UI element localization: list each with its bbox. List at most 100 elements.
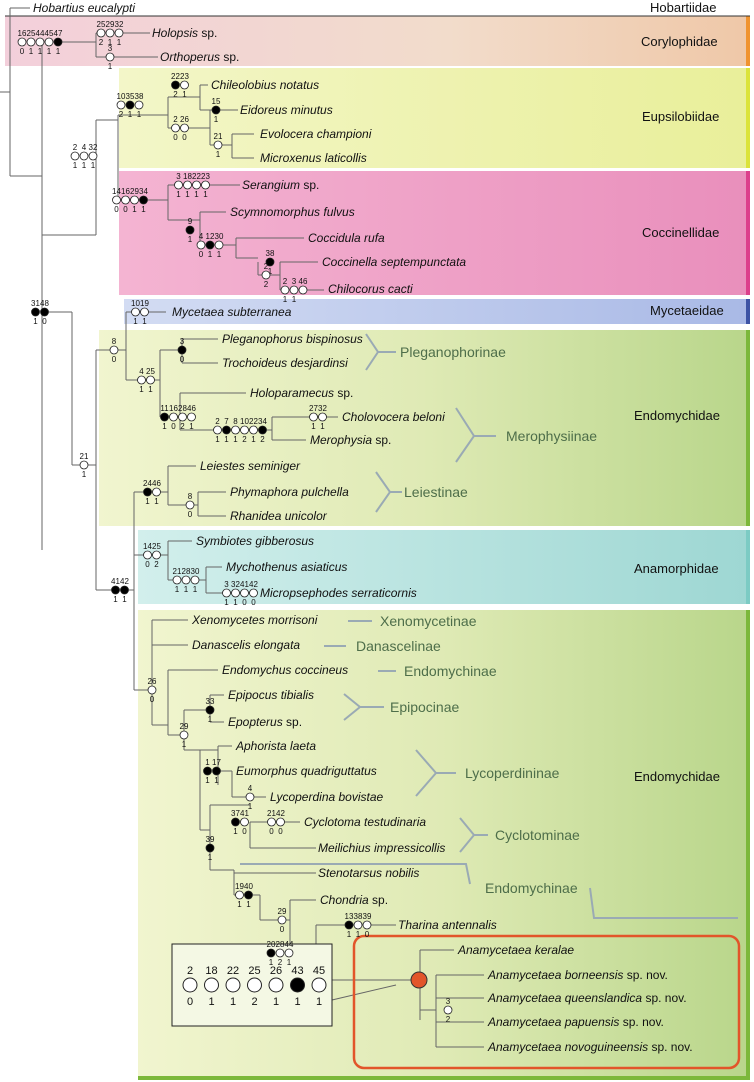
character-state: 1 — [233, 598, 238, 607]
taxon-label: Anamycetaea borneensis sp. nov. — [487, 968, 668, 982]
character-state: 1 — [113, 595, 118, 604]
homoplasy-open-circle — [240, 817, 249, 827]
highlight-node-icon — [410, 971, 428, 989]
homoplasy-open-circle — [70, 151, 80, 161]
character-state-group: 30 — [177, 337, 187, 364]
character-state-group: 151 — [212, 97, 221, 124]
character-state: 2 — [154, 560, 159, 569]
character-state-group: 211 — [214, 132, 223, 159]
character-state: 1 — [137, 110, 142, 119]
character-state: 2 — [180, 422, 185, 431]
character-state: 1 — [185, 190, 190, 199]
character-state: 1 — [233, 435, 238, 444]
taxon-label: Meilichius impressicollis — [318, 841, 445, 855]
character-state: 0 — [365, 930, 370, 939]
homoplasy-open-circle — [353, 920, 363, 930]
character-state-group: 290 — [278, 907, 287, 934]
synapomorphy-filled-circle — [265, 257, 275, 267]
homoplasy-open-circle — [131, 307, 140, 317]
character-number: 22 — [249, 417, 258, 426]
character-state: 1 — [193, 585, 198, 594]
character-state: 0 — [114, 205, 119, 214]
subfamily-label-endomychinae-b: Endomychinae — [485, 880, 578, 896]
character-number: 1 — [205, 758, 210, 767]
legend-character-state: 2 — [251, 996, 257, 1008]
taxon-label: Pleganophorus bispinosus — [222, 332, 363, 346]
legend-character-number: 22 — [227, 965, 239, 977]
synapomorphy-filled-circle — [160, 412, 169, 422]
homoplasy-open-circle — [79, 151, 89, 161]
character-state: 0 — [150, 695, 155, 704]
legend-character-number: 18 — [205, 965, 217, 977]
character-number: 29 — [180, 722, 189, 731]
character-state-group: 331 — [206, 697, 215, 724]
homoplasy-open-circle — [26, 37, 36, 47]
character-number: 2 — [264, 262, 269, 271]
character-state: 1 — [320, 422, 325, 431]
character-state: 0 — [242, 598, 247, 607]
legend-character-number: 45 — [313, 965, 325, 977]
character-state: 1 — [194, 190, 199, 199]
homoplasy-open-circle — [267, 817, 276, 827]
bracket-endomychinae-b — [240, 863, 738, 919]
character-state-group: 31 — [105, 44, 115, 71]
subfamily-label-epipocinae: Epipocinae — [390, 699, 459, 715]
band-endomychidae-upper-edge — [746, 330, 750, 526]
synapomorphy-filled-circle — [53, 37, 63, 47]
homoplasy-open-circle — [105, 28, 115, 38]
character-state: 1 — [237, 900, 242, 909]
homoplasy-open-circle — [192, 180, 201, 190]
character-state: 1 — [33, 317, 38, 326]
character-number: 25 — [27, 29, 36, 38]
homoplasy-open-circle — [178, 412, 187, 422]
character-number: 3 — [176, 172, 181, 181]
synapomorphy-filled-circle — [211, 105, 221, 115]
homoplasy-open-circle — [146, 375, 155, 385]
bracket-lycoperdininae — [415, 749, 456, 797]
subfamily-label-cyclotominae: Cyclotominae — [495, 827, 580, 843]
character-state: 1 — [108, 38, 113, 47]
character-number: 27 — [309, 404, 318, 413]
character-state: 1 — [56, 47, 61, 56]
character-state: 1 — [215, 435, 220, 444]
character-state: 0 — [112, 355, 117, 364]
homoplasy-open-circle — [169, 412, 178, 422]
character-state: 1 — [122, 595, 127, 604]
homoplasy-open-circle — [222, 588, 231, 598]
character-state: 1 — [162, 422, 167, 431]
taxon-label: Orthoperus sp. — [160, 50, 239, 64]
character-state: 0 — [145, 560, 150, 569]
synapomorphy-filled-circle — [222, 425, 231, 435]
taxon-label: Tharina antennalis — [398, 918, 497, 932]
legend-filled-circle — [290, 977, 305, 993]
legend-open-circle — [182, 977, 198, 993]
legend-character-number: 43 — [291, 965, 303, 977]
taxon-label: Eumorphus quadriguttatus — [236, 764, 377, 778]
character-state: 0 — [269, 827, 274, 836]
character-state: 0 — [173, 133, 178, 142]
character-state: 2 — [278, 958, 283, 967]
character-number: 3 — [292, 277, 297, 286]
character-number: 22 — [171, 72, 180, 81]
homoplasy-open-circle — [96, 28, 106, 38]
taxon-label: Phymaphora pulchella — [230, 485, 349, 499]
band-eupsilobiidae-edge — [746, 68, 750, 168]
character-number: 46 — [152, 479, 161, 488]
bracket-epipocinae — [343, 693, 384, 721]
homoplasy-open-circle — [213, 425, 222, 435]
character-number: 7 — [224, 417, 229, 426]
homoplasy-open-circle — [443, 1005, 453, 1015]
character-state: 1 — [208, 250, 213, 259]
character-number: 41 — [240, 809, 249, 818]
character-number: 14 — [112, 187, 121, 196]
character-number: 32 — [318, 404, 327, 413]
